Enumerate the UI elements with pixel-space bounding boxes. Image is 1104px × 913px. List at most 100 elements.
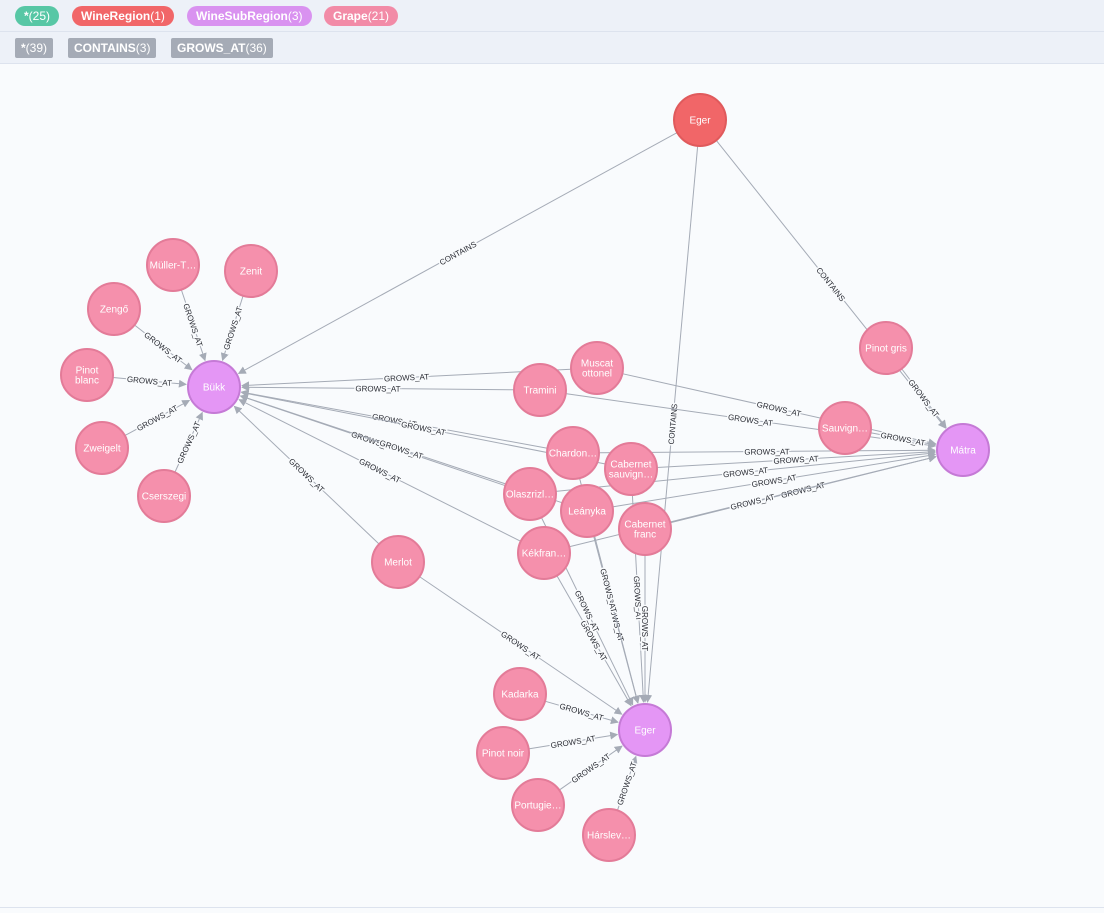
edge-line[interactable] <box>241 383 515 392</box>
node-circle[interactable] <box>87 282 141 336</box>
edge-line[interactable] <box>565 393 937 450</box>
edge-line[interactable] <box>528 731 619 750</box>
edge-line[interactable] <box>237 132 678 374</box>
node-circle[interactable] <box>75 421 129 475</box>
edge-line[interactable] <box>174 411 203 473</box>
reltype-pill-contains[interactable]: CONTAINS(3) <box>68 38 157 58</box>
edge-grows_at[interactable]: GROWS_AT <box>559 745 623 791</box>
edge-line[interactable] <box>715 140 947 429</box>
edge-contains[interactable]: CONTAINS <box>237 132 678 374</box>
node-zweigelt[interactable]: Zweigelt <box>75 421 129 475</box>
edge-grows_at[interactable]: GROWS_AT <box>240 389 548 449</box>
edge-grows_at[interactable]: GROWS_AT <box>112 373 187 390</box>
node-circle[interactable] <box>818 401 872 455</box>
node-leanyka[interactable]: Leányka <box>560 484 614 538</box>
reltype-pill-grows_at[interactable]: GROWS_AT(36) <box>171 38 273 58</box>
node-circle[interactable] <box>936 423 990 477</box>
node-cserszegi[interactable]: Cserszegi <box>137 469 191 523</box>
edge-grows_at[interactable]: GROWS_AT <box>870 429 937 449</box>
node-cabsauv[interactable]: Cabernetsauvign… <box>604 442 658 496</box>
node-pinotgris[interactable]: Pinot gris <box>859 321 913 375</box>
node-sauvignon[interactable]: Sauvign… <box>818 401 872 455</box>
node-muller[interactable]: Müller-T… <box>146 238 200 292</box>
label-pill-winesubregion[interactable]: WineSubRegion(3) <box>187 6 312 26</box>
node-circle[interactable] <box>560 484 614 538</box>
node-merlot[interactable]: Merlot <box>371 535 425 589</box>
node-zenit[interactable]: Zenit <box>224 244 278 298</box>
label-pill-grape[interactable]: Grape(21) <box>324 6 399 26</box>
edge-grows_at[interactable]: GROWS_AT <box>598 446 936 458</box>
label-pill-wineregion[interactable]: WineRegion(1) <box>72 6 174 26</box>
node-circle[interactable] <box>673 93 727 147</box>
node-portugieser[interactable]: Portugie… <box>511 778 565 832</box>
edge-line[interactable] <box>112 376 187 388</box>
edge-grows_at[interactable]: GROWS_AT <box>134 324 193 371</box>
node-kadarka[interactable]: Kadarka <box>493 667 547 721</box>
node-circle[interactable] <box>146 238 200 292</box>
node-circle[interactable] <box>476 726 530 780</box>
edge-line[interactable] <box>612 451 937 508</box>
edge-line[interactable] <box>901 368 947 429</box>
edge-line[interactable] <box>559 745 623 791</box>
edge-grows_at[interactable]: GROWS_AT <box>528 731 619 752</box>
node-pinotnoir[interactable]: Pinot noir <box>476 726 530 780</box>
node-circle[interactable] <box>618 703 672 757</box>
edge-grows_at[interactable]: GROWS_AT <box>124 399 191 437</box>
edge-line[interactable] <box>240 389 606 465</box>
edge-line[interactable] <box>180 289 207 362</box>
node-circle[interactable] <box>517 526 571 580</box>
reltype-pill-all[interactable]: *(39) <box>15 38 54 58</box>
edge-line[interactable] <box>870 432 937 448</box>
edge-grows_at[interactable]: GROWS_AT <box>180 289 207 362</box>
node-circle[interactable] <box>859 321 913 375</box>
edge-line[interactable] <box>556 575 632 707</box>
edge-line[interactable] <box>241 368 572 390</box>
edge-line[interactable] <box>544 700 619 725</box>
edge-contains[interactable]: CONTAINS <box>644 145 699 703</box>
edge-line[interactable] <box>238 399 521 542</box>
edge-line[interactable] <box>598 446 936 455</box>
node-circle[interactable] <box>137 469 191 523</box>
edge-line[interactable] <box>616 755 638 811</box>
edge-grows_at[interactable]: GROWS_AT <box>639 555 651 703</box>
node-circle[interactable] <box>513 363 567 417</box>
edge-grows_at[interactable]: GROWS_AT <box>241 368 572 390</box>
node-zengo[interactable]: Zengő <box>87 282 141 336</box>
edge-line[interactable] <box>233 405 380 545</box>
node-kekfrank[interactable]: Kékfran… <box>517 526 571 580</box>
node-chardonnay[interactable]: Chardon… <box>546 426 600 480</box>
node-bukk[interactable]: Bükk <box>187 360 241 414</box>
node-circle[interactable] <box>511 778 565 832</box>
edge-line[interactable] <box>419 576 623 715</box>
edge-grows_at[interactable]: GROWS_AT <box>220 295 246 362</box>
edge-grows_at[interactable]: GROWS_AT <box>174 411 204 473</box>
node-circle[interactable] <box>546 426 600 480</box>
node-circle[interactable] <box>493 667 547 721</box>
node-harslevelu[interactable]: Hárslev… <box>582 808 636 862</box>
node-circle[interactable] <box>570 341 624 395</box>
node-circle[interactable] <box>582 808 636 862</box>
edge-line[interactable] <box>622 373 937 447</box>
node-eger-region[interactable]: Eger <box>673 93 727 147</box>
edge-grows_at[interactable]: GROWS_AT <box>901 368 947 429</box>
node-olasz[interactable]: Olaszrizl… <box>503 467 557 521</box>
node-circle[interactable] <box>604 442 658 496</box>
node-matra[interactable]: Mátra <box>936 423 990 477</box>
node-circle[interactable] <box>371 535 425 589</box>
node-circle[interactable] <box>60 348 114 402</box>
edge-line[interactable] <box>220 295 244 362</box>
edge-line[interactable] <box>240 389 548 449</box>
label-pill-all[interactable]: *(25) <box>15 6 60 26</box>
node-eger-sub[interactable]: Eger <box>618 703 672 757</box>
node-circle[interactable] <box>187 360 241 414</box>
node-circle[interactable] <box>224 244 278 298</box>
edge-line[interactable] <box>124 399 191 437</box>
node-circle[interactable] <box>503 467 557 521</box>
edge-grows_at[interactable]: GROWS_AT <box>233 405 380 545</box>
edge-grows_at[interactable]: GROWS_AT <box>614 755 640 811</box>
edge-line[interactable] <box>644 145 699 703</box>
